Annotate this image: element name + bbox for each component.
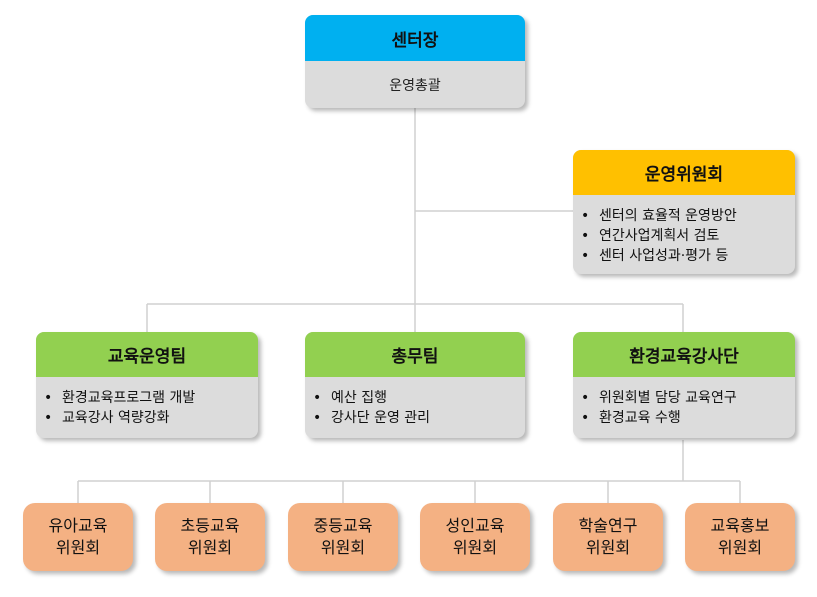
committee-name: 교육홍보 [710,516,770,535]
list-item: 위원회별 담당 교육연구 [573,388,795,408]
team-duties: 예산 집행 강사단 운영 관리 [305,388,525,428]
team-duties: 위원회별 담당 교육연구 환경교육 수행 [573,388,795,428]
team-environmental-lecturers-box: 환경교육강사단 위원회별 담당 교육연구 환경교육 수행 [573,332,795,438]
team-title: 환경교육강사단 [573,332,795,377]
center-director-role: 운영총괄 [389,77,441,94]
committee-name: 성인교육 [445,516,505,535]
committee-elementary: 초등교육 위원회 [155,503,265,571]
committee-promotion: 교육홍보 위원회 [685,503,795,571]
committee-suffix: 위원회 [452,538,498,557]
team-education-operations-box: 교육운영팀 환경교육프로그램 개발 교육강사 역량강화 [36,332,258,438]
committee-suffix: 위원회 [717,538,763,557]
committee-name: 학술연구 [578,516,638,535]
committee-name: 중등교육 [313,516,373,535]
list-item: 환경교육 수행 [573,408,795,428]
committee-suffix: 위원회 [187,538,233,557]
list-item: 센터 사업성과·평가 등 [573,246,795,266]
steering-committee-duties: 센터의 효율적 운영방안 연간사업계획서 검토 센터 사업성과·평가 등 [573,206,795,266]
list-item: 교육강사 역량강화 [36,408,258,428]
steering-committee-title: 운영위원회 [573,150,795,195]
team-title: 교육운영팀 [36,332,258,377]
committee-early-childhood: 유아교육 위원회 [23,503,133,571]
committee-suffix: 위원회 [55,538,101,557]
list-item: 연간사업계획서 검토 [573,226,795,246]
list-item: 강사단 운영 관리 [305,408,525,428]
list-item: 센터의 효율적 운영방안 [573,206,795,226]
center-director-box: 센터장 운영총괄 [305,15,525,108]
committee-suffix: 위원회 [320,538,366,557]
committee-adult: 성인교육 위원회 [420,503,530,571]
team-title: 총무팀 [305,332,525,377]
committee-secondary: 중등교육 위원회 [288,503,398,571]
committee-research: 학술연구 위원회 [553,503,663,571]
committee-name: 초등교육 [180,516,240,535]
team-general-affairs-box: 총무팀 예산 집행 강사단 운영 관리 [305,332,525,438]
team-duties: 환경교육프로그램 개발 교육강사 역량강화 [36,388,258,428]
list-item: 예산 집행 [305,388,525,408]
steering-committee-box: 운영위원회 센터의 효율적 운영방안 연간사업계획서 검토 센터 사업성과·평가… [573,150,795,274]
committee-name: 유아교육 [48,516,108,535]
list-item: 환경교육프로그램 개발 [36,388,258,408]
committee-suffix: 위원회 [585,538,631,557]
center-director-title: 센터장 [305,15,525,61]
